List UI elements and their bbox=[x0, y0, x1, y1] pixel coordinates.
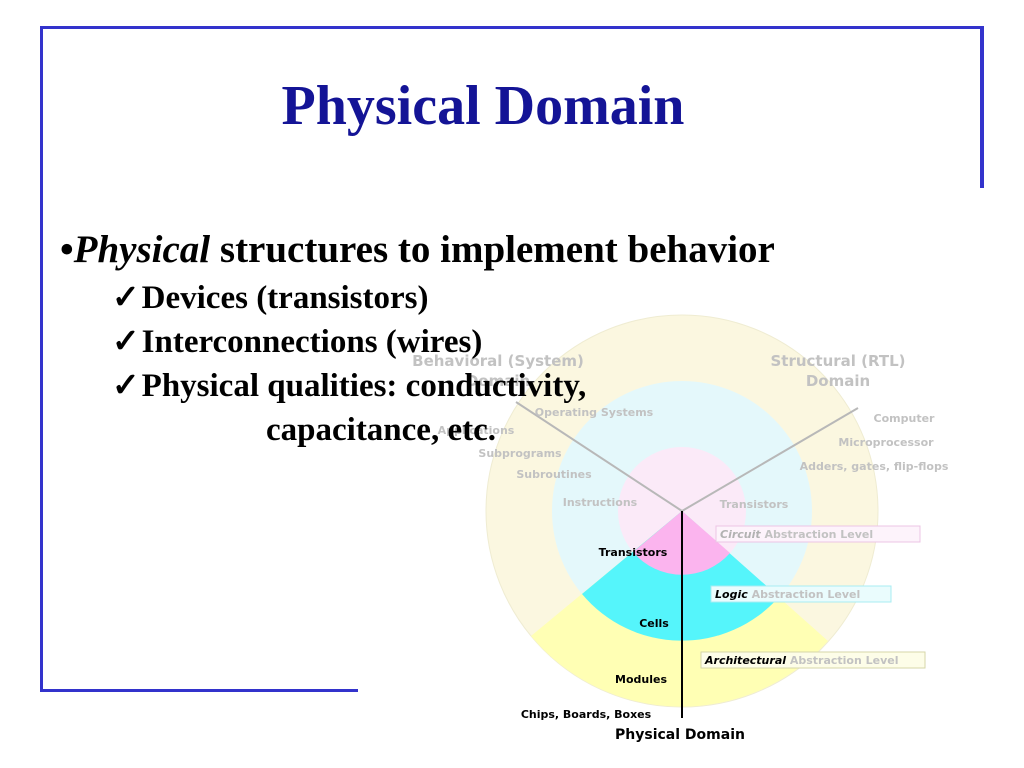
structural-label: Adders, gates, flip-flops bbox=[800, 460, 949, 473]
behavioral-label: Operating Systems bbox=[535, 406, 654, 419]
logic-level-label: Logic Abstraction Level bbox=[710, 585, 892, 603]
main-bullet: •Physical structures to implement behavi… bbox=[60, 224, 775, 276]
frame-right-border bbox=[980, 26, 984, 188]
bullet-emphasis: Physical bbox=[73, 228, 211, 271]
behavioral-domain-title-2: Domain bbox=[466, 372, 530, 390]
structural-label: Transistors bbox=[720, 498, 789, 511]
physical-label-modules: Modules bbox=[615, 673, 667, 686]
behavioral-label: Subroutines bbox=[516, 468, 592, 481]
physical-label-transistors: Transistors bbox=[599, 546, 668, 559]
bullet-symbol: • bbox=[60, 228, 74, 271]
behavioral-label: Applications bbox=[438, 424, 515, 437]
checkmark-icon: ✓ bbox=[112, 368, 140, 404]
structural-label: Microprocessor bbox=[838, 436, 934, 449]
svg-text:Circuit Abstraction Level: Circuit Abstraction Level bbox=[720, 528, 873, 541]
svg-text:Architectural Abstraction Leve: Architectural Abstraction Level bbox=[704, 654, 899, 667]
behavioral-label: Instructions bbox=[563, 496, 638, 509]
physical-domain-title: Physical Domain bbox=[615, 727, 745, 743]
frame-left-border bbox=[40, 26, 43, 692]
circuit-level-label: Circuit Abstraction Level bbox=[715, 525, 921, 543]
behavioral-axis bbox=[515, 401, 683, 512]
sub-bullet: ✓Physical qualities: conductivity, bbox=[112, 368, 587, 404]
svg-text:Logic Abstraction Level: Logic Abstraction Level bbox=[715, 588, 860, 601]
structural-axis bbox=[681, 407, 859, 512]
bullet-text: structures to implement behavior bbox=[210, 228, 775, 271]
frame-bottom-border bbox=[40, 689, 358, 692]
physical-label-chips: Chips, Boards, Boxes bbox=[521, 708, 652, 721]
architectural-level-label: Architectural Abstraction Level bbox=[700, 651, 926, 669]
structural-domain-title: Structural (RTL) bbox=[770, 352, 905, 370]
structural-domain-title-2: Domain bbox=[806, 372, 870, 390]
physical-label-cells: Cells bbox=[639, 617, 669, 630]
behavioral-domain-title: Behavioral (System) bbox=[412, 352, 584, 370]
checkmark-icon: ✓ bbox=[112, 280, 140, 316]
checkmark-icon: ✓ bbox=[112, 324, 140, 360]
sub-bullet-continuation: capacitance, etc. bbox=[266, 412, 496, 448]
slide-title: Physical Domain bbox=[281, 75, 685, 137]
sub-bullet: ✓Interconnections (wires) bbox=[112, 324, 483, 360]
frame-top-border bbox=[40, 26, 984, 29]
physical-sector-middle bbox=[582, 511, 779, 641]
behavioral-label: Subprograms bbox=[478, 447, 562, 460]
bullet-list: •Physical structures to implement behavi… bbox=[60, 224, 775, 452]
structural-label: Computer bbox=[874, 412, 936, 425]
sub-bullet: ✓Devices (transistors) bbox=[112, 280, 429, 316]
